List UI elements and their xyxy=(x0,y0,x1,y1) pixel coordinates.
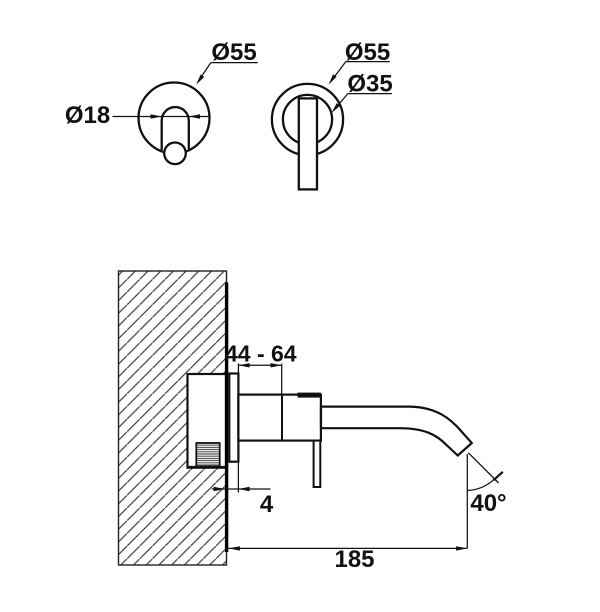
spout-tube-front xyxy=(160,105,190,150)
dimension-spout-reach: 185 xyxy=(228,546,468,573)
handle-lever-side xyxy=(312,439,322,489)
arrowhead-right-icon xyxy=(270,363,282,368)
arrowhead-left-icon xyxy=(188,114,200,119)
aerator-circle xyxy=(163,141,187,166)
dimension-d55-right: Ø55 xyxy=(328,39,390,85)
side-section-view: 44 - 64 4 40° 185 xyxy=(117,270,507,573)
arrowhead-left-icon xyxy=(238,363,250,368)
dimension-install-depth: 44 - 64 xyxy=(225,341,297,395)
mixer-body-side xyxy=(237,393,322,442)
label-spout-reach: 185 xyxy=(334,546,374,573)
leader-arrowhead-icon xyxy=(196,74,205,85)
front-view-spout-escutcheon: Ø18 Ø55 xyxy=(65,39,258,166)
dimension-d18: Ø18 xyxy=(65,102,210,129)
dimension-d55-left: Ø55 xyxy=(196,39,258,85)
dimension-d35: Ø35 xyxy=(331,71,393,113)
curved-spout xyxy=(319,405,474,457)
handle-lever-front xyxy=(297,97,319,191)
arrowhead-right-icon xyxy=(150,114,162,119)
leader-arrowhead-icon xyxy=(331,103,341,113)
knurled-fitting xyxy=(195,442,221,468)
arc-arrowhead-icon xyxy=(492,470,504,482)
arrowhead-left-icon xyxy=(238,486,250,492)
label-spout-angle: 40° xyxy=(470,490,506,517)
dimension-wall-offset: 4 xyxy=(211,463,274,518)
knurl-lines xyxy=(197,444,219,466)
dimension-spout-angle: 40° xyxy=(466,452,507,549)
arrowhead-right-icon xyxy=(456,546,468,551)
leader-arrowhead-icon xyxy=(328,74,337,85)
handle-base-cap xyxy=(297,392,321,398)
label-install-depth: 44 - 64 xyxy=(225,341,297,367)
front-view-mixer-escutcheon: Ø55 Ø35 xyxy=(270,39,393,191)
label-wall-offset: 4 xyxy=(260,491,274,518)
arrowhead-left-icon xyxy=(228,546,240,551)
label-d55-left: Ø55 xyxy=(211,39,256,66)
arrowhead-right-icon xyxy=(213,486,225,492)
angle-reference-line xyxy=(467,452,500,484)
label-d18: Ø18 xyxy=(65,102,110,129)
escutcheon-plate-side xyxy=(228,372,240,463)
angle-arc xyxy=(467,479,495,492)
